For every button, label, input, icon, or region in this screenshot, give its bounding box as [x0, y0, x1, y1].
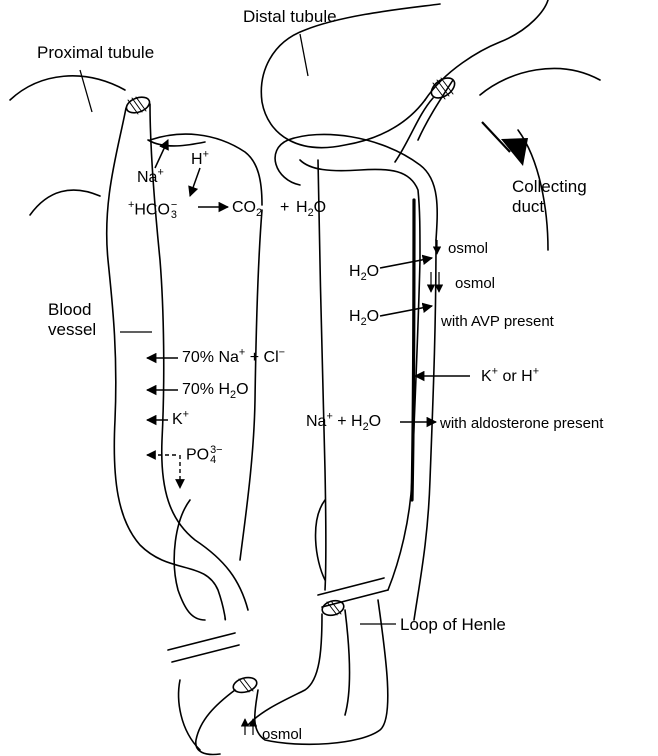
label-collecting-duct: Collecting duct	[512, 177, 587, 218]
arrow-h2o-1	[380, 258, 432, 268]
left-vessel-edge	[174, 500, 205, 620]
label-70-na-cl: 70% Na+ + Cl−	[182, 350, 285, 366]
label-plus: +	[280, 200, 289, 216]
arrow-collecting-duct	[482, 122, 510, 152]
loop-ascending-wall	[345, 610, 350, 715]
label-bicarbonate: +HCO−3	[128, 200, 177, 221]
label-loop-osmol: osmol	[262, 727, 302, 742]
loop-bulge	[316, 500, 325, 580]
glomerulus-outline	[10, 76, 125, 100]
capsule-outline-left	[30, 190, 100, 215]
label-h: H+	[191, 152, 209, 168]
label-distal-tubule: Distal tubule	[243, 8, 337, 25]
proximal-cut-end	[124, 94, 151, 115]
label-proximal-tubule: Proximal tubule	[37, 44, 154, 61]
label-h2o-1: H2O	[349, 264, 379, 280]
label-osmol-2: osmol	[455, 276, 495, 291]
label-blood-vessel: Blood vessel	[48, 300, 96, 341]
label-na: Na+	[137, 170, 164, 186]
label-co2: CO2	[232, 200, 262, 216]
loop-cut-end-1	[232, 675, 259, 695]
collecting-duct-wall	[412, 200, 414, 500]
label-h2o-2: H2O	[349, 309, 379, 325]
break-mark-left	[168, 633, 239, 662]
collecting-duct-line1: Collecting	[512, 177, 587, 197]
label-osmol-1: osmol	[448, 241, 488, 256]
label-loop-of-henle: Loop of Henle	[400, 616, 506, 633]
label-na-plus-h2o: Na+ + H2O	[306, 414, 381, 430]
blood-vessel-line2: vessel	[48, 320, 96, 340]
capsule-outline-right	[150, 134, 262, 205]
label-70-h2o: 70% H2O	[182, 382, 249, 398]
leader-distal	[300, 34, 308, 76]
label-with-avp-present: with AVP present	[441, 314, 554, 329]
arrow-collecting-duct-head	[501, 138, 528, 166]
label-k-or-h: K+ or H+	[481, 369, 539, 385]
blood-vessel-line1: Blood	[48, 300, 96, 320]
label-h2o-proximal: H2O	[296, 200, 326, 216]
distal-tubule-tail	[425, 0, 548, 100]
distal-tubule-surface	[480, 68, 600, 95]
label-with-aldosterone-present: with aldosterone present	[440, 416, 603, 431]
proximal-wall	[148, 140, 205, 146]
arrow-h-in	[190, 168, 200, 196]
collecting-duct-line2: duct	[512, 197, 587, 217]
loop-descending-limb	[318, 160, 326, 590]
label-k-proximal: K+	[172, 412, 189, 428]
arrow-h2o-2	[380, 306, 432, 316]
